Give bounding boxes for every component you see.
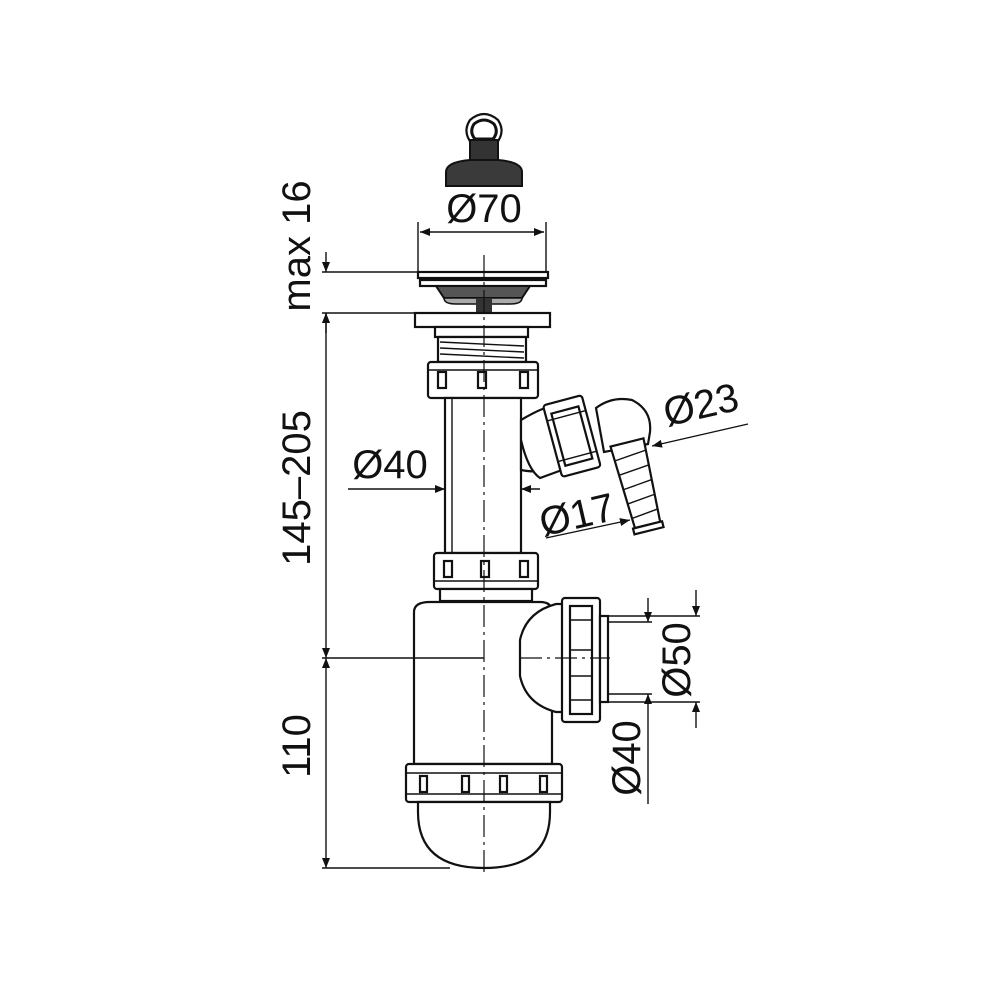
label-outlet-40-diameter: Ø40: [605, 720, 649, 796]
dimension-lines: [322, 222, 749, 869]
upper-nut: [426, 360, 540, 400]
plug-stopper: [445, 112, 523, 187]
label-trap-height: 110: [275, 714, 319, 778]
label-tube-diameter: Ø40: [352, 443, 428, 487]
center-lines: [483, 255, 610, 872]
label-hose-outer-diameter: Ø23: [659, 375, 743, 435]
label-outlet-50-diameter: Ø50: [655, 622, 699, 698]
vertical-tube: [443, 396, 523, 555]
label-adjustable-height: 145–205: [275, 410, 319, 566]
bottle-body: [412, 600, 568, 766]
strainer: [413, 270, 552, 364]
label-strainer-diameter: Ø70: [446, 187, 522, 231]
label-hose-inner-diameter: Ø17: [535, 485, 619, 545]
label-max-height: max 16: [275, 180, 319, 311]
middle-nut: [432, 551, 540, 603]
side-connector: [519, 394, 665, 536]
outlet-nut: [560, 596, 610, 724]
